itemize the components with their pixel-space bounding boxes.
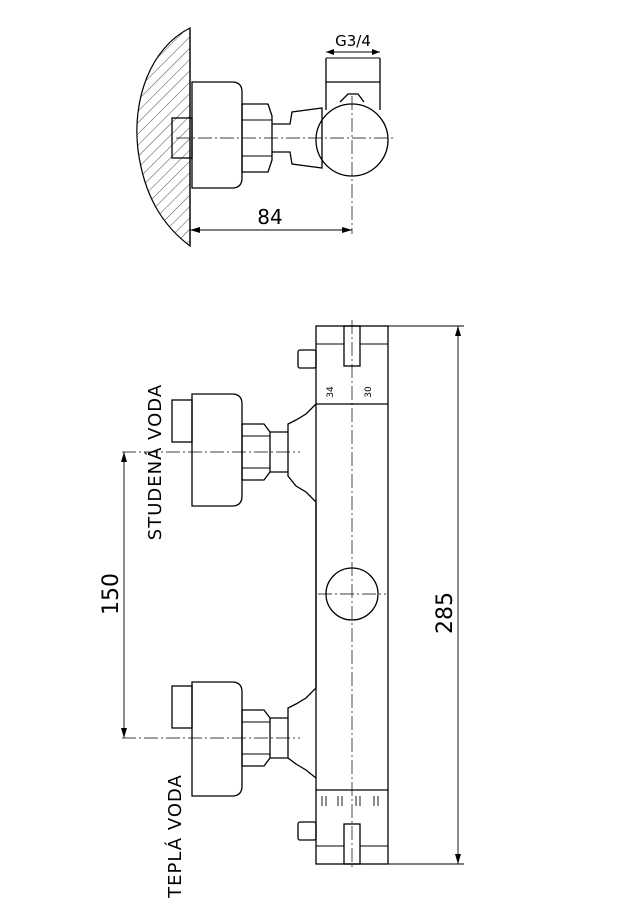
body-profile	[287, 403, 317, 779]
hex-nut	[241, 103, 273, 173]
top-bolt	[297, 349, 317, 369]
grip-ridges	[321, 796, 379, 806]
thread-label: G3/4	[335, 32, 371, 50]
top-view: G3/4 84	[136, 27, 396, 248]
scale-mark-right: 30	[364, 386, 374, 398]
cold-inlet-connector	[171, 393, 288, 507]
flow-knob-grip	[343, 823, 361, 865]
length-dimension: 285	[433, 592, 458, 634]
eccentric-stub	[171, 117, 193, 159]
depth-dimension: 84	[257, 205, 282, 229]
hot-water-label: TEPLÁ VODA	[164, 774, 186, 899]
wall-flange	[191, 81, 243, 189]
scale-mark-left: 34	[326, 386, 336, 398]
hot-inlet-connector	[171, 681, 288, 797]
front-view: 34 30	[99, 320, 464, 899]
inlet-spacing-dimension: 150	[99, 573, 124, 615]
bottom-bolt	[297, 821, 317, 841]
cold-water-label: STUDENÁ VODA	[144, 384, 166, 540]
thread-bracket	[325, 58, 381, 110]
wall-section	[136, 27, 191, 248]
